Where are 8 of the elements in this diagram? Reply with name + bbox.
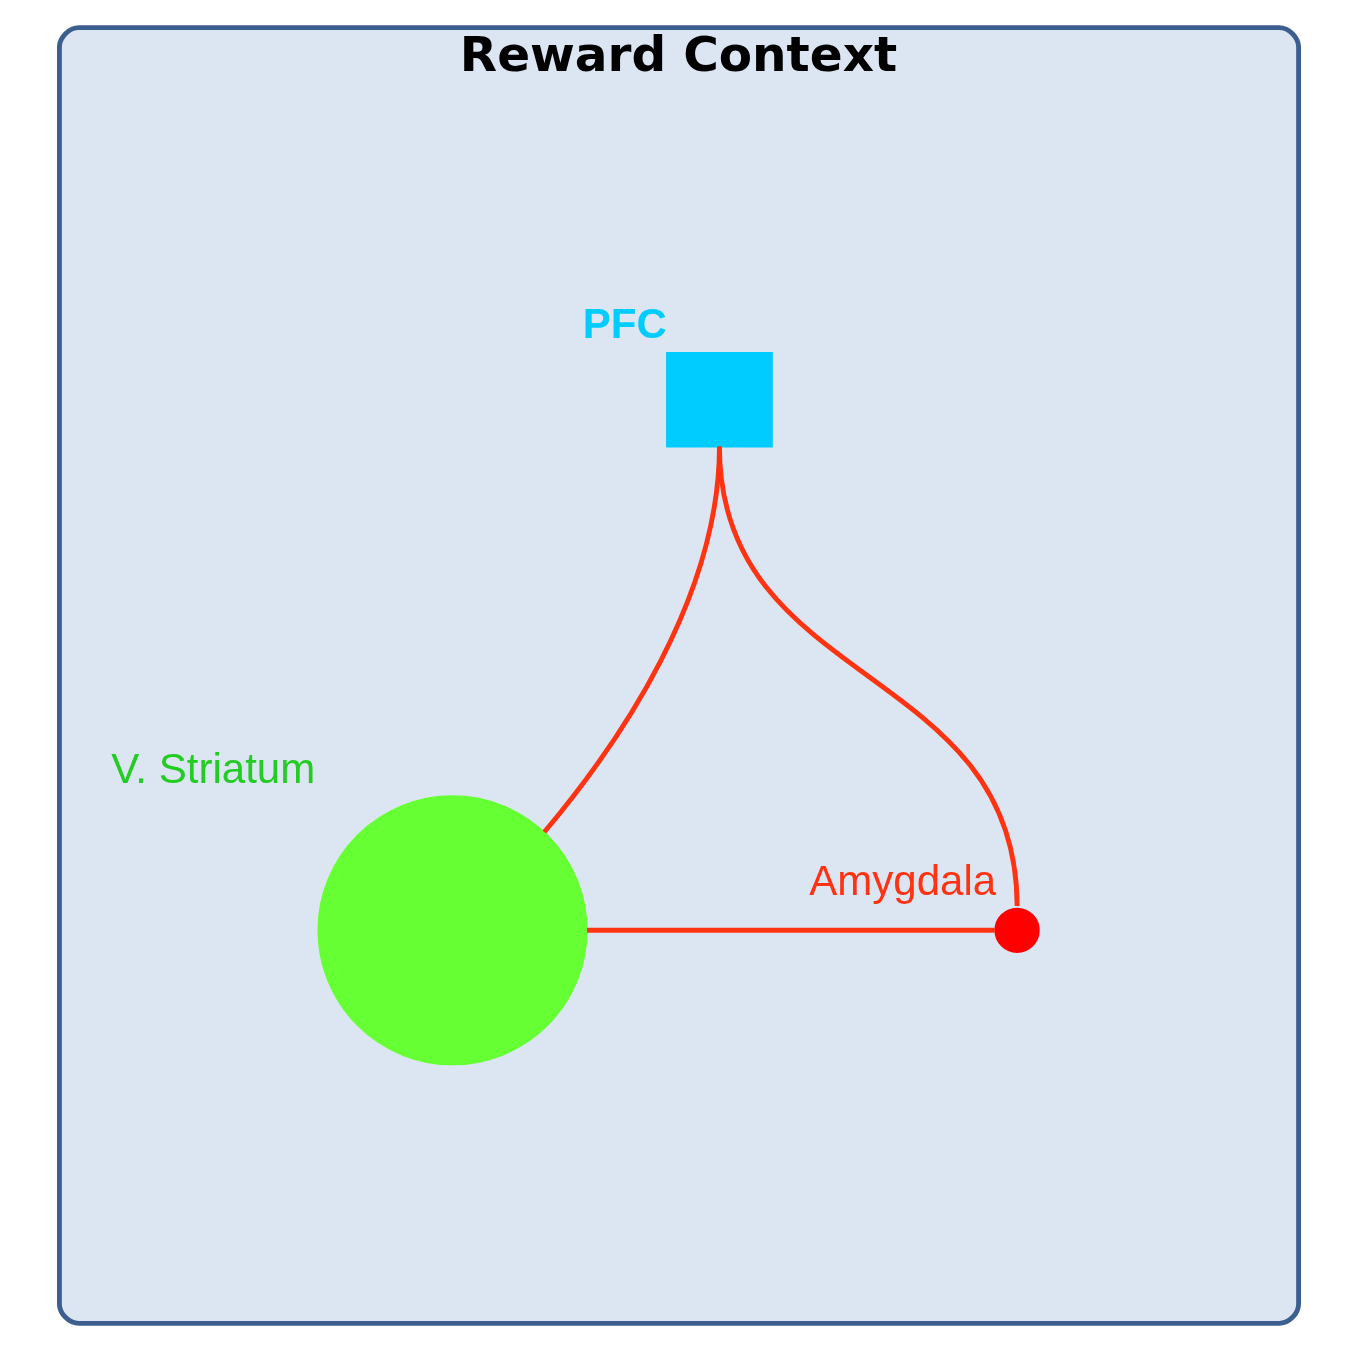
- node-box: [665, 351, 773, 448]
- connector: [586, 927, 995, 933]
- connector: [716, 446, 1019, 907]
- node-label: Amygdala: [808, 857, 996, 905]
- node-label: V. Striatum: [110, 744, 315, 792]
- node-circle: [316, 795, 588, 1066]
- node-label: PFC: [582, 299, 667, 347]
- node-circle: [993, 907, 1040, 953]
